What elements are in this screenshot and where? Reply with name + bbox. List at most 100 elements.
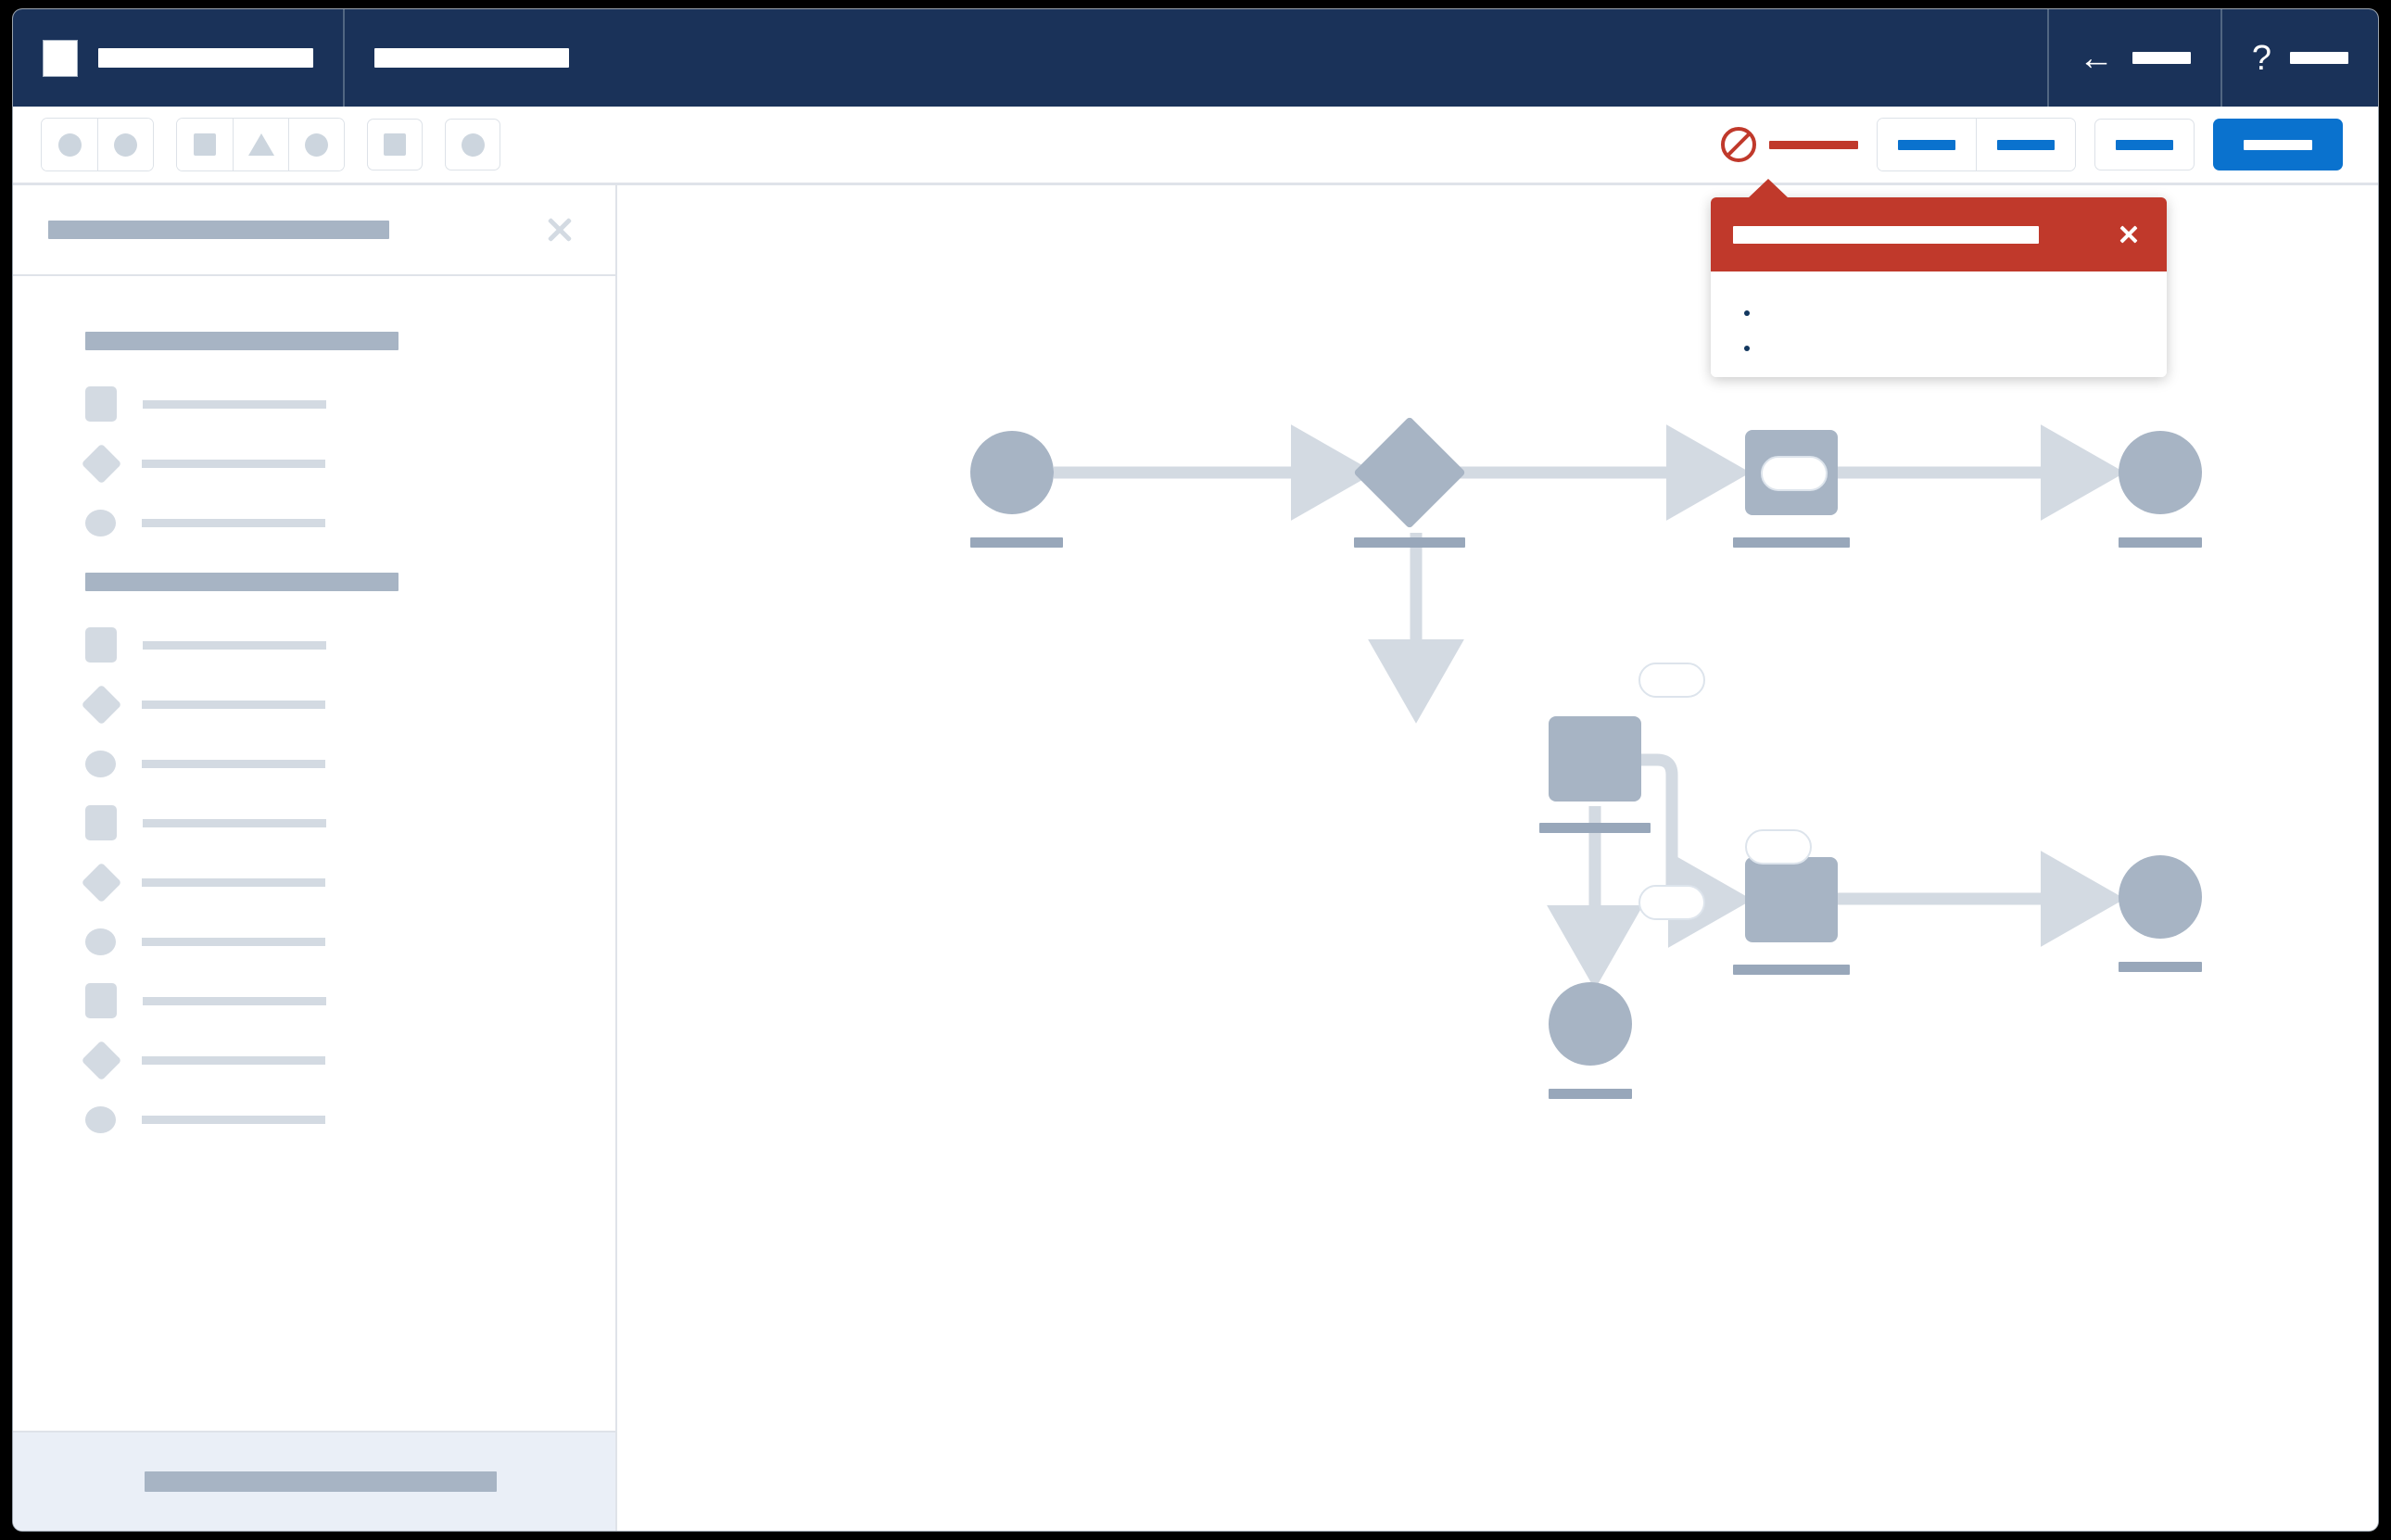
sidebar-item-6-label — [142, 759, 325, 768]
diagram-node-n7[interactable] — [2119, 855, 2202, 939]
diagram-edge-label-e4[interactable] — [1638, 885, 1705, 920]
back-nav-label — [2132, 52, 2191, 64]
diagram-canvas[interactable] — [619, 185, 2378, 1531]
square-icon — [85, 386, 117, 422]
error-popup-header — [1711, 197, 2167, 271]
close-x-icon[interactable] — [2113, 219, 2144, 250]
error-popup-body — [1711, 271, 2167, 377]
section-title — [374, 48, 569, 68]
error-item-text — [1772, 303, 2139, 316]
sidebar-section-2-title — [85, 573, 398, 591]
close-x-icon[interactable] — [539, 209, 580, 250]
sidebar-section-2 — [13, 573, 615, 1149]
diagram-node-n6[interactable] — [1745, 857, 1838, 942]
sidebar-item-12[interactable] — [13, 1090, 615, 1149]
diagram-node-n4-label — [2119, 537, 2202, 548]
diagram-node-n1[interactable] — [970, 431, 1054, 514]
view-option-1-button[interactable] — [1878, 119, 1976, 170]
diamond-icon — [81, 684, 122, 725]
diagram-edge-label-e1[interactable] — [1761, 456, 1828, 491]
diamond-icon — [81, 443, 122, 484]
sidebar-item-11[interactable] — [13, 1030, 615, 1090]
sidebar-item-4[interactable] — [13, 615, 615, 675]
error-popup-title — [1733, 225, 2039, 244]
sidebar-item-1[interactable] — [13, 374, 615, 434]
secondary-action-label — [2116, 139, 2173, 150]
view-toggle-group — [1877, 118, 2076, 171]
shape-group — [176, 118, 345, 171]
back-arrow-icon: ← — [2078, 38, 2114, 78]
view-option-1-label — [1898, 139, 1955, 150]
sidebar-item-5[interactable] — [13, 675, 615, 734]
diagram-node-n3-label — [1733, 537, 1850, 548]
sidebar-item-11-label — [142, 1055, 325, 1065]
sidebar-item-7-label — [143, 818, 326, 827]
validation-status-label — [1769, 140, 1858, 149]
sidebar-item-8-label — [142, 877, 325, 887]
zoom-button[interactable] — [445, 119, 500, 170]
view-option-2-label — [1997, 139, 2055, 150]
add-triangle-button[interactable] — [233, 119, 288, 170]
brand-block[interactable] — [13, 9, 345, 107]
sidebar-item-10-label — [143, 996, 326, 1005]
diagram-node-n7-label — [2119, 962, 2202, 972]
sidebar-item-1-label — [143, 399, 326, 409]
circle-icon — [85, 509, 116, 536]
sidebar-item-4-label — [143, 640, 326, 650]
diagram-node-n4[interactable] — [2119, 431, 2202, 514]
undo-button[interactable] — [42, 119, 97, 170]
diamond-icon — [81, 1040, 122, 1080]
sidebar-body[interactable] — [13, 276, 615, 1431]
circle-icon — [85, 750, 116, 777]
triangle-icon — [247, 133, 274, 156]
sidebar-item-6[interactable] — [13, 734, 615, 793]
diagram-node-n1-label — [970, 537, 1063, 548]
diagram-edge-label-e2[interactable] — [1638, 663, 1705, 698]
error-list-item[interactable] — [1739, 303, 2139, 316]
back-nav-button[interactable]: ← — [2046, 9, 2220, 107]
sidebar-item-3-label — [142, 518, 325, 527]
circle-icon — [85, 1105, 116, 1133]
edge-n5-n6 — [1641, 753, 1752, 948]
view-option-2-button[interactable] — [1976, 119, 2075, 170]
diagram-node-n2-label — [1354, 537, 1465, 548]
sidebar-item-9-label — [142, 937, 325, 946]
diagram-edge-label-e3[interactable] — [1745, 829, 1812, 865]
sidebar-item-2[interactable] — [13, 434, 615, 493]
app-header: ← ? — [13, 9, 2378, 107]
square-icon — [85, 983, 117, 1018]
toolbar-left-groups — [13, 118, 500, 171]
square-icon — [85, 805, 117, 840]
help-label — [2290, 52, 2348, 64]
sidebar-title — [48, 221, 389, 239]
add-rectangle-button[interactable] — [177, 119, 233, 170]
redo-button[interactable] — [97, 119, 153, 170]
align-button[interactable] — [367, 119, 423, 170]
section-title-block — [345, 9, 599, 107]
diagram-node-n8[interactable] — [1549, 982, 1632, 1066]
sidebar-item-9[interactable] — [13, 912, 615, 971]
bullet-icon — [1744, 346, 1750, 351]
error-list-item[interactable] — [1739, 338, 2139, 351]
diagram-node-n8-label — [1549, 1089, 1632, 1099]
add-circle-button[interactable] — [288, 119, 344, 170]
validation-error-popup — [1711, 179, 2167, 377]
diagram-node-n5[interactable] — [1549, 716, 1641, 802]
sidebar-footer — [13, 1431, 615, 1531]
help-button[interactable]: ? — [2220, 9, 2378, 107]
circle-icon — [461, 133, 485, 157]
popup-caret — [1748, 179, 1789, 198]
primary-action-button[interactable] — [2213, 119, 2343, 170]
validation-status[interactable] — [1721, 127, 1858, 162]
sidebar-item-3[interactable] — [13, 493, 615, 552]
sidebar-item-12-label — [142, 1115, 325, 1124]
history-group — [41, 118, 154, 171]
toolbar — [13, 107, 2378, 185]
circle-icon — [114, 133, 137, 157]
sidebar-item-7[interactable] — [13, 793, 615, 852]
diagram-edges — [1054, 424, 2125, 990]
secondary-action-button[interactable] — [2094, 119, 2195, 170]
sidebar-item-8[interactable] — [13, 852, 615, 912]
sidebar-panel — [13, 185, 617, 1531]
sidebar-item-10[interactable] — [13, 971, 615, 1030]
